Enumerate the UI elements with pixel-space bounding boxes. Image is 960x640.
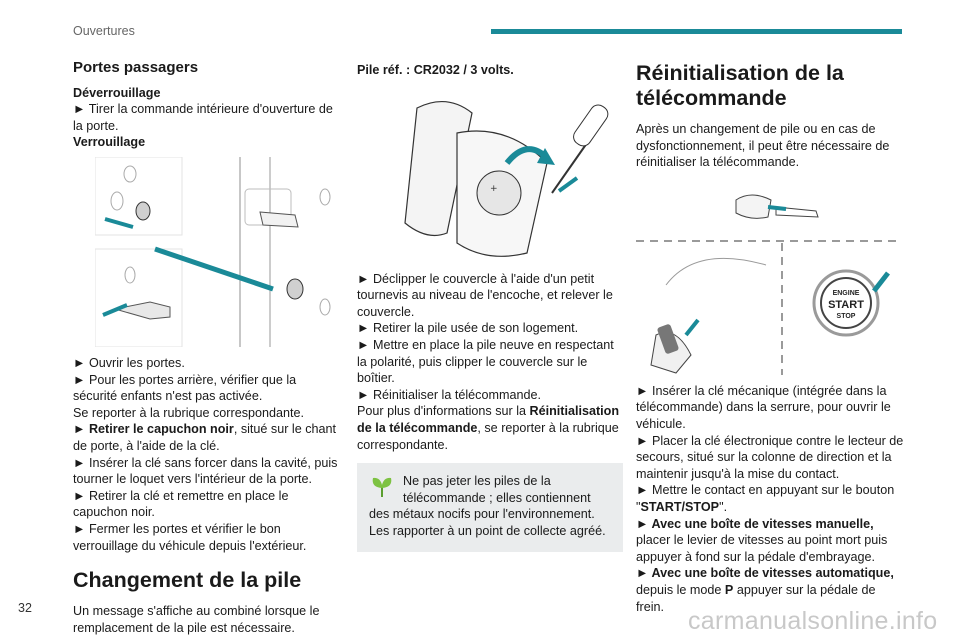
auto-rest-post: appuyer sur la pédale de frein.	[636, 582, 876, 614]
step-reset-remote: ► Réinitialiser la télécommande.	[357, 387, 541, 402]
column-left: Portes passagers Déverrouillage ► Tirer …	[73, 55, 343, 636]
unlock-heading: Déverrouillage	[73, 85, 161, 100]
reset-illustration: ENGINE START STOP	[636, 185, 904, 375]
environment-note: Ne pas jeter les piles de la télécommand…	[357, 463, 623, 552]
svg-text:+: +	[490, 184, 498, 194]
step-automatic-gearbox: ► Avec une boîte de vitesses automatique…	[636, 565, 904, 615]
battery-reference: Pile réf. : CR2032 / 3 volts.	[357, 63, 514, 77]
remote-battery-svg: +	[404, 100, 609, 257]
manual-rest: placer le levier de vitesses au point mo…	[636, 533, 888, 564]
start-stop-bold: START/STOP	[640, 499, 720, 514]
stop-label: STOP	[837, 313, 856, 320]
step-child-lock: ► Pour les portes arrière, vérifier que …	[73, 372, 297, 404]
remote-battery-illustration: +	[387, 93, 623, 263]
passenger-doors-heading: Portes passagers	[73, 59, 199, 76]
more-info-post: , se reporter à la rubrique correspondan…	[357, 420, 619, 452]
environment-note-text: Ne pas jeter les piles de la télécommand…	[369, 474, 606, 538]
step-remove-cap: ► Retirer le capuchon noir, situé sur le…	[73, 421, 343, 454]
auto-mode-p: P	[724, 582, 734, 597]
unlock-text: ► Tirer la commande intérieure d'ouvertu…	[73, 102, 333, 133]
step-insert-mechanical-key: ► Insérer la clé mécanique (intégrée dan…	[636, 383, 891, 431]
watermark: carmanualsonline.info	[688, 607, 938, 635]
step-close-doors: ► Fermer les portes et vérifier le bon v…	[73, 521, 307, 553]
step-unclip-cover: ► Déclipper le couvercle à l'aide d'un p…	[357, 271, 613, 319]
step-see-section: Se reporter à la rubrique correspondante…	[73, 405, 305, 420]
section-title: Ouvertures	[73, 24, 135, 38]
more-info-pre: Pour plus d'informations sur la	[357, 404, 530, 419]
engine-label: ENGINE	[833, 290, 860, 297]
step-replace-cap: ► Retirer la clé et remettre en place le…	[73, 488, 289, 520]
auto-rest-pre: depuis le mode	[636, 582, 725, 597]
battery-change-heading: Changement de la pile	[73, 568, 302, 593]
lock-heading: Verrouillage	[73, 135, 146, 150]
step-insert-battery: ► Mettre en place la pile neuve en respe…	[357, 337, 614, 386]
step-start-stop: ► Mettre le contact en appuyant sur le b…	[636, 482, 904, 515]
header-accent-bar	[491, 29, 902, 34]
column-right: Réinitialisation de la télécommande Aprè…	[636, 55, 904, 615]
auto-bold: ► Avec une boîte de vitesses automatique…	[636, 566, 894, 581]
battery-intro: Un message s'affiche au combiné lorsque …	[73, 604, 320, 635]
step-manual-gearbox: ► Avec une boîte de vitesses manuelle, p…	[636, 516, 904, 566]
column-middle: Pile réf. : CR2032 / 3 volts. + ► Déclip…	[357, 55, 623, 552]
door-lock-illustration	[95, 156, 343, 347]
more-info-link: Réinitialisation de la télécommande	[357, 404, 620, 435]
leaf-icon	[372, 478, 392, 498]
reset-intro: Après un changement de pile ou en cas de…	[636, 122, 890, 170]
manual-bold: ► Avec une boîte de vitesses manuelle,	[636, 516, 874, 531]
step-remove-battery: ► Retirer la pile usée de son logement.	[357, 321, 579, 336]
reset-svg: ENGINE START STOP	[636, 194, 902, 375]
page-number: 32	[18, 601, 32, 615]
start-pre: ► Mettre le contact en appuyant sur le b…	[636, 483, 895, 514]
step-insert-key: ► Insérer la clé sans forcer dans la cav…	[73, 455, 338, 487]
reset-remote-heading: Réinitialisation de la télécommande	[636, 61, 844, 110]
remove-cap-bold: ► Retirer le capuchon noir	[73, 422, 234, 437]
start-post: ".	[719, 499, 728, 514]
remove-cap-rest: , situé sur le chant de porte, à l'aide …	[73, 422, 337, 453]
step-place-electronic-key: ► Placer la clé électronique contre le l…	[636, 433, 904, 481]
start-label: START	[828, 299, 864, 311]
step-open-doors: ► Ouvrir les portes.	[73, 355, 185, 370]
more-info: Pour plus d'informations sur la Réinitia…	[357, 403, 623, 453]
door-lock-svg	[95, 156, 331, 347]
